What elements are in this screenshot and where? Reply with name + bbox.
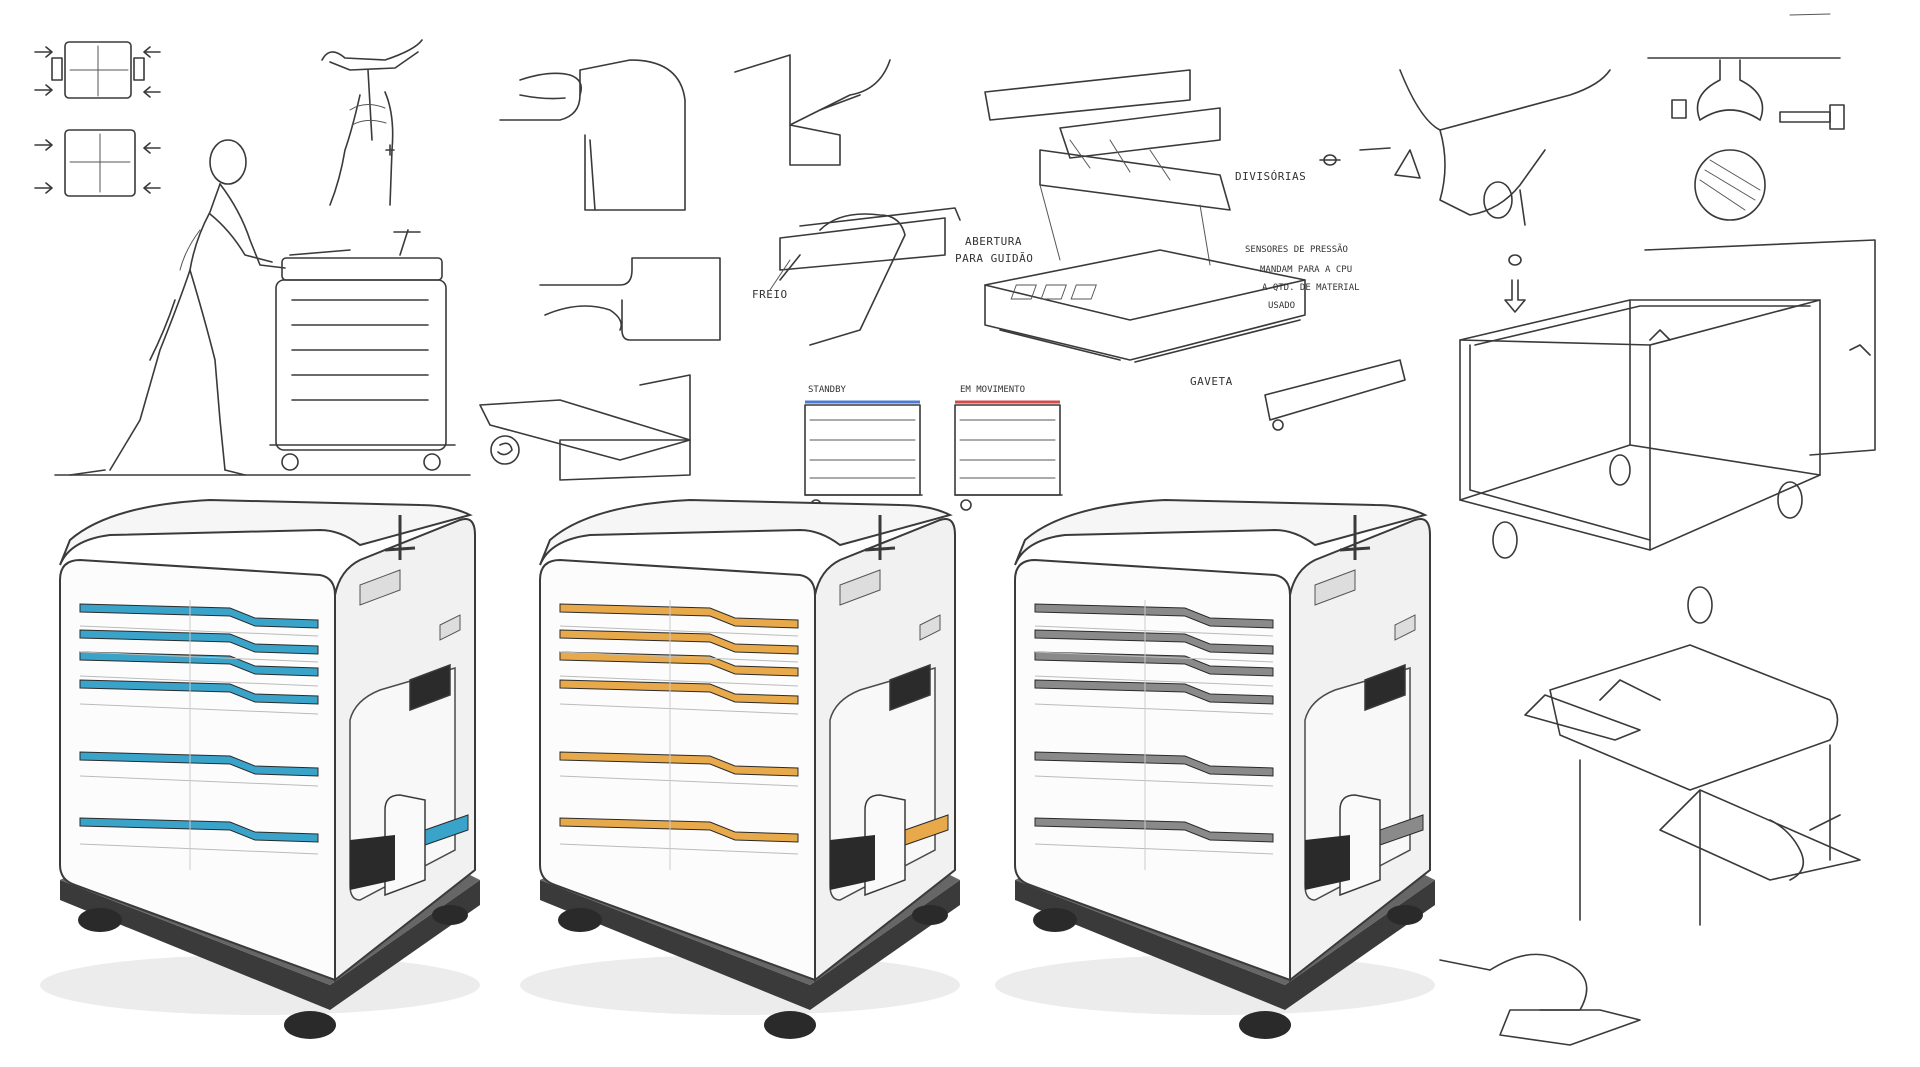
- label-freio: FREIO: [752, 288, 788, 301]
- label-divisorias: DIVISÓRIAS: [1235, 170, 1306, 183]
- cart-wheel: [1387, 905, 1423, 925]
- label-gaveta: GAVETA: [1190, 375, 1233, 388]
- cart-base: [60, 880, 480, 1010]
- cart-drawer-accent: [79, 603, 319, 629]
- cart-drawer-accent: [1034, 679, 1274, 705]
- cart-drawer-line: [1034, 651, 1274, 663]
- cart-base: [540, 880, 960, 1010]
- cart-wheel: [764, 1011, 816, 1039]
- status-standby-sketch: STANDBY: [804, 385, 923, 511]
- cart-render-gray: [995, 498, 1435, 1039]
- label-mandam-3: USADO: [1268, 301, 1295, 311]
- cart-wheel: [284, 1011, 336, 1039]
- cart-bin: [830, 835, 875, 890]
- cart-top-slot: [839, 569, 881, 606]
- cart-wheel: [1033, 908, 1077, 932]
- cart-top: [1014, 498, 1428, 566]
- label-standby: STANDBY: [808, 385, 847, 395]
- cart-drawer-line: [79, 625, 319, 637]
- cart-drawer-accent: [559, 751, 799, 777]
- drawer-dividers-sketch: DIVISÓRIAS SENSORES DE PRESSÃO MANDAM PA…: [984, 69, 1406, 431]
- cart-top-slot: [359, 569, 401, 606]
- cart-screen: [1364, 663, 1406, 712]
- hook-detail-sketch: [1647, 13, 1845, 221]
- cart-bin: [350, 835, 395, 890]
- cart-drawer-line: [1034, 625, 1274, 637]
- cart-wheel: [912, 905, 948, 925]
- cart-drawer-accent: [79, 817, 319, 843]
- cart-render-orange: [520, 498, 960, 1039]
- cart-top: [59, 498, 473, 566]
- label-para-guidao: PARA GUIDÃO: [955, 252, 1033, 265]
- tray-writing-sketch: [1439, 644, 1861, 1046]
- push-direction-sketch: [34, 41, 161, 197]
- cart-drawer-accent: [1034, 629, 1274, 655]
- cart-drawer-accent: [1034, 817, 1274, 843]
- cart-front: [539, 558, 816, 982]
- label-mandam-2: A QTD. DE MATERIAL: [1262, 283, 1360, 293]
- cart-drawer-line: [559, 675, 799, 687]
- cart-drawer-accent: [79, 679, 319, 705]
- cart-hanger: [384, 515, 416, 560]
- cart-wheel: [432, 905, 468, 925]
- handle-grip-sketch: [499, 54, 891, 211]
- cart-top: [539, 498, 953, 566]
- cart-drawer-line: [79, 775, 319, 787]
- wheel-brake-sketch: [479, 374, 691, 481]
- cart-bin: [1305, 835, 1350, 890]
- cart-screen: [409, 663, 451, 712]
- cart-drawer-accent: [559, 679, 799, 705]
- cart-drawer-accent: [559, 651, 799, 677]
- cart-drawer-line: [559, 703, 799, 715]
- cart-drawer-accent: [559, 603, 799, 629]
- cart-drawer-accent: [559, 629, 799, 655]
- cart-drawer-line: [559, 651, 799, 663]
- cart-front: [59, 558, 336, 982]
- cart-top-slot: [439, 614, 461, 641]
- cart-drawer-line: [79, 703, 319, 715]
- cart-drawer-line: [1034, 843, 1274, 855]
- cart-drawer-line: [1034, 675, 1274, 687]
- cart-screen: [889, 663, 931, 712]
- cart-base: [1015, 880, 1435, 1010]
- cart-drawer-line: [1034, 703, 1274, 715]
- cart-wheel: [1239, 1011, 1291, 1039]
- label-mandam-1: MANDAM PARA A CPU: [1260, 265, 1352, 275]
- cart-drawer-line: [79, 843, 319, 855]
- cart-hanger: [864, 515, 896, 560]
- cart-drawer-line: [79, 651, 319, 663]
- cart-drawer-line: [79, 675, 319, 687]
- cart-drawer-accent: [79, 651, 319, 677]
- caster-exploded-sketch: [1319, 69, 1611, 313]
- handle-brake-sketch: FREIO ABERTURA PARA GUIDÃO: [539, 207, 1033, 346]
- cart-drawer-accent: [559, 817, 799, 843]
- cart-drawer-line: [559, 625, 799, 637]
- label-sensores: SENSORES DE PRESSÃO: [1245, 244, 1348, 255]
- cart-drawer-line: [1034, 775, 1274, 787]
- cart-drawer-accent: [1034, 603, 1274, 629]
- small-cart-sketch: [54, 229, 471, 476]
- status-moving-sketch: EM MOVIMENTO: [954, 385, 1063, 511]
- cart-top-slot: [919, 614, 941, 641]
- cart-drawer-line: [559, 843, 799, 855]
- person-pushing-cart: [69, 139, 286, 476]
- cart-drawer-accent: [79, 629, 319, 655]
- cart-top-slot: [1394, 614, 1416, 641]
- cart-wheel: [558, 908, 602, 932]
- frame-chassis-sketch: [1459, 239, 1876, 624]
- cart-drawer-accent: [79, 751, 319, 777]
- cart-drawer-line: [559, 775, 799, 787]
- cart-drawer-accent: [1034, 751, 1274, 777]
- cart-render-blue: [40, 498, 480, 1039]
- hand-hanger-sketch: [321, 39, 423, 206]
- cart-top-slot: [1314, 569, 1356, 606]
- cart-wheel: [78, 908, 122, 932]
- cart-drawer-accent: [1034, 651, 1274, 677]
- label-em-movimento: EM MOVIMENTO: [960, 385, 1025, 395]
- cart-front: [1014, 558, 1291, 982]
- cart-hanger: [1339, 515, 1371, 560]
- label-abertura: ABERTURA: [965, 235, 1022, 248]
